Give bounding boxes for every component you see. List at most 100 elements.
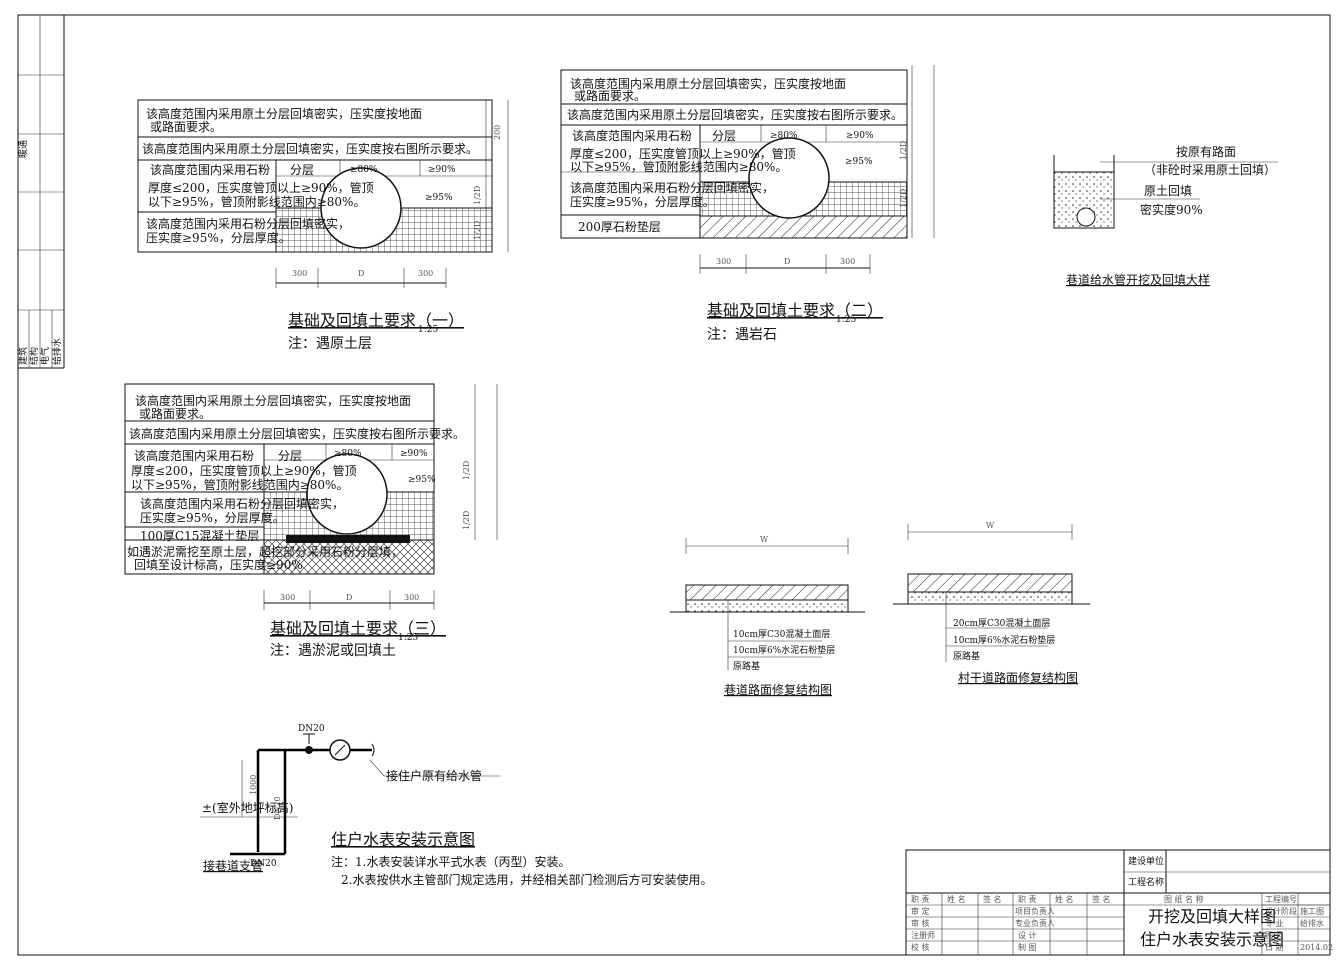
d1-row1-text-b: 或路面要求。: [150, 119, 222, 134]
water-meter-diagram: DN20 1000 DN20 ±(室外地坪标高) 接住户原有给水管 接巷道支管 …: [200, 724, 712, 887]
d2-row4-b: 压实度≥95%，分层厚度。: [570, 194, 715, 209]
svg-text:日 期: 日 期: [1265, 943, 1284, 952]
d3-row1-text-b: 或路面要求。: [139, 406, 211, 421]
meter-connect-label: 接住户原有给水管: [386, 768, 482, 783]
svg-text:1/2D: 1/2D: [462, 511, 471, 530]
road2-title: 村干道路面修复结构图: [958, 670, 1078, 685]
road1-title: 巷道路面修复结构图: [724, 682, 832, 697]
svg-text:给排水: 给排水: [1300, 918, 1324, 928]
trench-label-2: （非砼时采用原土回填）: [1144, 163, 1276, 177]
tb-project: 工程名称: [1128, 876, 1164, 888]
svg-text:专 业: 专 业: [1265, 918, 1284, 928]
d1-row3-c: 厚度≤200，压实度管顶以上≥90%，管顶: [148, 180, 374, 195]
d3-row3-a: 该高度范围内采用石粉: [134, 448, 254, 463]
svg-text:职 责: 职 责: [1018, 894, 1037, 904]
side-label-3: 电气: [39, 347, 51, 365]
d1-row1-text: 该高度范围内采用原土分层回填密实，压实度按地面: [146, 106, 422, 121]
svg-text:300: 300: [418, 269, 433, 278]
meter-lane-label: 接巷道支管: [203, 858, 263, 873]
road2-layer1: 20cm厚C30混凝土面层: [953, 617, 1050, 629]
svg-text:300: 300: [840, 257, 855, 266]
svg-text:≥95%: ≥95%: [408, 475, 436, 485]
d3-row4-b: 压实度≥95%，分层厚度。: [140, 510, 285, 525]
d3-row3-d: 以下≥95%，管顶附影线范围内≥80%。: [131, 477, 348, 492]
title-block: 建设单位 工程名称 职 责 姓 名 签 名 职 责 姓 名 签 名 审 定 项目…: [905, 849, 1333, 956]
trench-label-1: 按原有路面: [1176, 144, 1236, 159]
road-repair-one: W 10cm厚C30混凝土面层 10cm厚6%水泥石粉垫层 原路基 巷道路面修复…: [670, 535, 865, 697]
svg-text:设计阶段: 设计阶段: [1265, 906, 1297, 916]
svg-text:≥90%: ≥90%: [400, 449, 428, 459]
d2-row5: 200厚石粉垫层: [578, 219, 661, 234]
detail-three: 该高度范围内采用原土分层回填密实，压实度按地面 或路面要求。 该高度范围内采用原…: [124, 383, 498, 659]
svg-text:项目负责人: 项目负责人: [1015, 906, 1055, 916]
d2-row3-d: 以下≥95%，管顶附影线范围内≥80%。: [570, 159, 787, 174]
svg-text:姓 名: 姓 名: [1055, 894, 1074, 904]
road2-layer3: 原路基: [953, 650, 980, 662]
meter-ground-label: ±(室外地坪标高): [202, 800, 293, 815]
side-label-1: 建筑: [17, 347, 29, 365]
side-label-2: 结构: [28, 347, 40, 365]
road1-layer2: 10cm厚6%水泥石粉垫层: [733, 644, 835, 656]
side-label-4: 给排水: [51, 338, 63, 365]
svg-text:200: 200: [493, 125, 502, 140]
d1-row3-b: 分层: [290, 163, 314, 177]
d2-row3-c: 厚度≤200，压实度管顶以上≥90%，管顶: [570, 146, 796, 161]
svg-text:图 纸 名 称: 图 纸 名 称: [1164, 894, 1204, 904]
trench-title: 巷道给水管开挖及回填大样: [1066, 272, 1210, 287]
detail-two: 该高度范围内采用原土分层回填密实，压实度按地面 或路面要求。 该高度范围内采用原…: [560, 65, 935, 343]
svg-text:2014.02: 2014.02: [1300, 943, 1333, 952]
d3-row6-b: 回填至设计标高，压实度≥90%: [134, 557, 303, 572]
svg-text:300: 300: [292, 269, 307, 278]
svg-text:DN20: DN20: [250, 859, 277, 869]
svg-text:≥80%: ≥80%: [770, 131, 798, 141]
svg-text:1000: 1000: [249, 775, 258, 795]
d2-title: 基础及回填土要求（二）: [707, 301, 883, 320]
tb-drawing-name-1: 开挖及回填大样图: [1148, 907, 1276, 926]
meter-note-1: 注：1.水表安装详水平式水表（丙型）安装。: [331, 854, 570, 869]
svg-text:姓 名: 姓 名: [947, 894, 966, 904]
trench-label-3: 原土回填: [1144, 184, 1192, 198]
meter-dn20: DN20: [298, 724, 325, 734]
svg-text:1/2D: 1/2D: [899, 141, 908, 160]
d2-row4-a: 该高度范围内采用石粉分层回填密实，: [570, 180, 774, 195]
svg-text:校 核: 校 核: [911, 942, 930, 952]
svg-text:工程编号: 工程编号: [1265, 894, 1297, 904]
detail-one: 该高度范围内采用原土分层回填密实，压实度按地面 或路面要求。 该高度范围内采用原…: [137, 99, 509, 352]
d2-row3-b: 分层: [712, 129, 736, 143]
svg-text:D: D: [784, 257, 790, 266]
d2-row2-text: 该高度范围内采用原土分层回填密实，压实度按右图所示要求。: [567, 107, 903, 122]
svg-text:W: W: [760, 535, 769, 544]
d2-row3-a: 该高度范围内采用石粉: [572, 128, 692, 143]
d3-title: 基础及回填土要求（三）: [270, 619, 446, 638]
d1-row2-text: 该高度范围内采用原土分层回填密实，压实度按右图所示要求。: [142, 141, 478, 156]
svg-text:制 图: 制 图: [1018, 942, 1037, 952]
sheet-border: [17, 14, 1331, 956]
d2-row1-text-b: 或路面要求。: [574, 88, 646, 103]
d3-row3-c: 厚度≤200，压实度管顶以上≥90%，管顶: [131, 463, 357, 478]
d3-row6-a: 如遇淤泥需挖至原土层，超挖部分采用石粉分层填，: [127, 544, 403, 559]
svg-text:1/2D: 1/2D: [462, 461, 471, 480]
svg-text:≥80%: ≥80%: [334, 449, 362, 459]
d2-note: 注：遇岩石: [707, 327, 777, 343]
svg-text:W: W: [986, 521, 995, 530]
svg-text:DN20: DN20: [273, 796, 282, 820]
d3-row4-a: 该高度范围内采用石粉分层回填密实，: [140, 496, 344, 511]
svg-text:分层: 分层: [278, 449, 302, 463]
d3-row5: 100厚C15混凝土垫层: [140, 528, 259, 543]
d1-scale: 1:25: [418, 325, 438, 335]
svg-text:签 名: 签 名: [1092, 894, 1111, 904]
svg-text:1/2D: 1/2D: [899, 189, 908, 208]
d3-note: 注：遇淤泥或回填土: [270, 643, 396, 659]
svg-text:职 责: 职 责: [911, 894, 930, 904]
d1-row3-a: 该高度范围内采用石粉: [150, 162, 270, 177]
svg-text:1:25: 1:25: [836, 315, 856, 325]
road2-layer2: 10cm厚6%水泥石粉垫层: [953, 634, 1055, 646]
d3-row2-text: 该高度范围内采用原土分层回填密实，压实度按右图所示要求。: [129, 426, 465, 441]
svg-text:D: D: [346, 593, 352, 602]
trench-label-4: 密实度90%: [1140, 202, 1203, 217]
svg-text:专业负责人: 专业负责人: [1015, 918, 1055, 928]
road1-layer1: 10cm厚C30混凝土面层: [733, 628, 830, 640]
d1-row3-d: 以下≥95%，管顶附影线范围内≥80%。: [148, 194, 365, 209]
d2-row1-text: 该高度范围内采用原土分层回填密实，压实度按地面: [570, 76, 846, 91]
trench-detail: 按原有路面 （非砼时采用原土回填） 原土回填 密实度90% 巷道给水管开挖及回填…: [1053, 144, 1278, 287]
